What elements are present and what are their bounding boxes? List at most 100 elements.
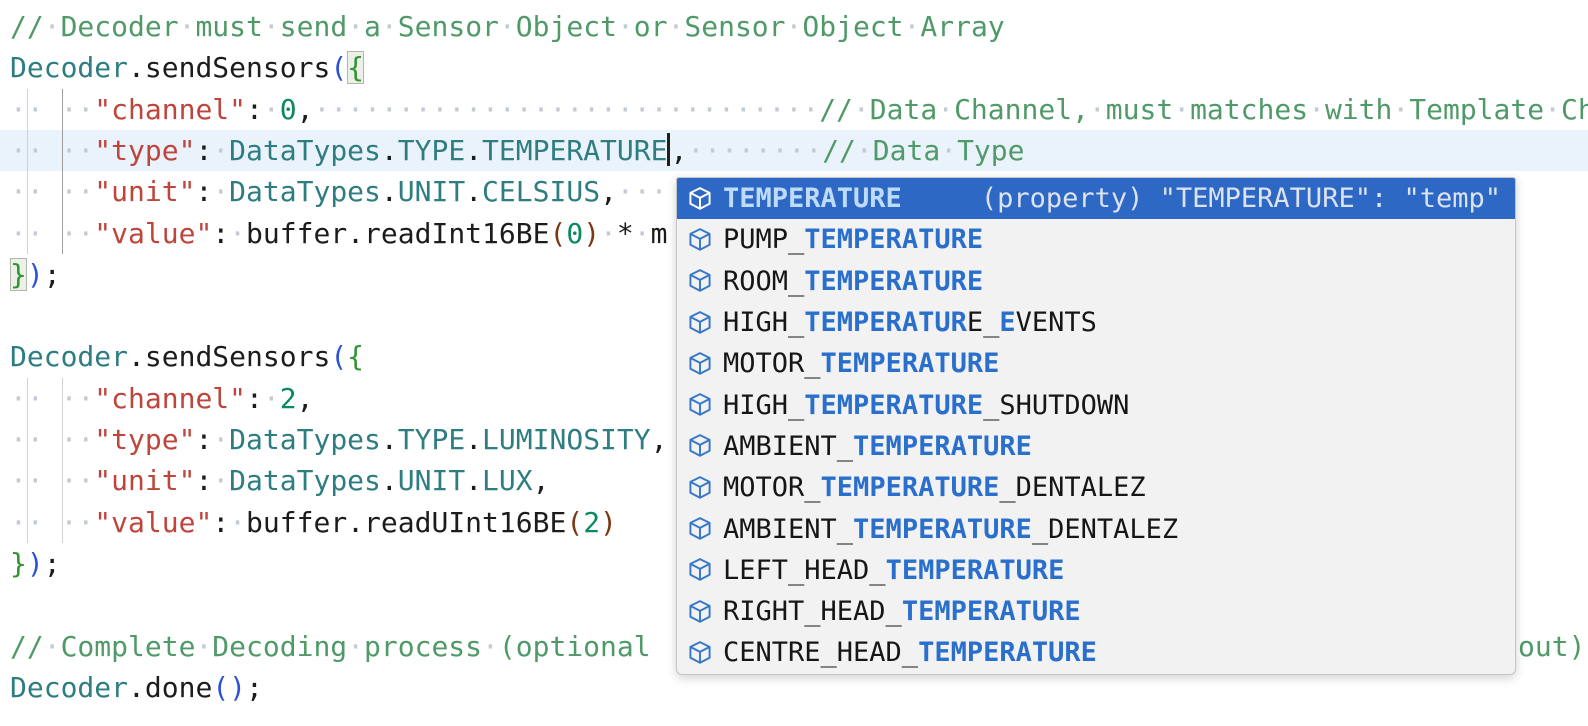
suggestion-item[interactable]: MOTOR_TEMPERATURE xyxy=(677,343,1515,384)
whitespace-dots: · xyxy=(667,10,685,43)
code-line[interactable]: Decoder.sendSensors({ xyxy=(0,336,1588,377)
whitespace-dots: · xyxy=(43,629,61,663)
code-line[interactable]: ·· ··"channel":·0,······················… xyxy=(0,89,1588,130)
code-token: ) xyxy=(26,257,44,291)
suggestion-item[interactable]: PUMP_TEMPERATURE xyxy=(677,219,1515,260)
code-token: DataTypes xyxy=(229,464,381,498)
code-token: ; xyxy=(43,546,61,580)
suggestion-label: PUMP_TEMPERATURE xyxy=(723,224,984,256)
indent-guide xyxy=(27,377,28,543)
code-token: . xyxy=(380,133,398,167)
code-token: . xyxy=(465,175,483,209)
whitespace-dots: · xyxy=(940,133,958,167)
code-token: ·· ·· xyxy=(10,423,95,456)
code-token: ··· xyxy=(617,175,668,208)
code-token: TEMPERATURE xyxy=(482,133,668,167)
whitespace-dots: · xyxy=(633,216,651,250)
whitespace-dots: · xyxy=(855,133,873,167)
suggestion-item[interactable]: RIGHT_HEAD_TEMPERATURE xyxy=(677,591,1515,632)
whitespace-dots: · xyxy=(616,10,634,43)
suggestion-item[interactable]: AMBIENT_TEMPERATURE xyxy=(677,426,1515,467)
indent-guide xyxy=(62,377,63,543)
code-token: ·*·m xyxy=(600,216,668,250)
code-token: TYPE xyxy=(397,133,466,167)
symbol-property-cube-icon xyxy=(687,516,713,542)
symbol-property-cube-icon xyxy=(687,640,713,666)
suggestion-label: MOTOR_TEMPERATURE xyxy=(723,348,1000,380)
code-token: :· xyxy=(195,175,230,209)
suggestion-detail: (property) "TEMPERATURE": "temp" xyxy=(980,183,1501,215)
code-token: :· xyxy=(212,505,247,539)
symbol-property-cube-icon xyxy=(687,599,713,625)
code-token: , xyxy=(670,133,688,167)
code-token: "type" xyxy=(94,423,196,456)
suggestion-item[interactable]: ROOM_TEMPERATURE xyxy=(677,261,1515,302)
code-line[interactable]: //·Decoder·must·send·a·Sensor·Object·or·… xyxy=(0,6,1588,47)
code-token: //·Data·Type xyxy=(822,133,1025,167)
suggestion-item[interactable]: CENTRE_HEAD_TEMPERATURE xyxy=(677,632,1515,673)
code-token: } xyxy=(10,546,27,580)
code-token: ( xyxy=(330,340,348,374)
code-line[interactable]: ·· ··"channel":·2, xyxy=(0,378,1588,419)
code-token: :· xyxy=(246,92,280,126)
whitespace-dots: · xyxy=(903,10,921,43)
whitespace-dots: · xyxy=(212,464,230,498)
suggestion-item[interactable]: TEMPERATURE (property) "TEMPERATURE": "te… xyxy=(677,178,1515,220)
code-token: out) xyxy=(1518,629,1586,663)
whitespace-dots: · xyxy=(347,629,365,663)
code-token: DataTypes xyxy=(229,175,381,209)
code-line[interactable]: Decoder.sendSensors({ xyxy=(0,47,1588,88)
suggestion-label: AMBIENT_TEMPERATURE_DENTALEZ xyxy=(723,513,1179,545)
code-line[interactable]: ·· ··"type":·DataTypes.TYPE.TEMPERATURE,… xyxy=(0,129,1588,172)
code-line[interactable]: Decoder.done(); xyxy=(0,667,1588,708)
code-line[interactable]: ·· ··"value":·buffer.readUInt16BE(2) xyxy=(0,502,1588,543)
code-token: ; xyxy=(246,670,263,704)
whitespace-dots: · xyxy=(785,10,803,43)
code-line[interactable]: }); xyxy=(0,543,1588,584)
suggestion-item[interactable]: HIGH_TEMPERATURE_EVENTS xyxy=(677,302,1515,343)
code-token: . xyxy=(465,423,483,456)
code-line[interactable]: ·· ··"type":·DataTypes.TYPE.LUMINOSITY, xyxy=(0,419,1588,460)
code-token: { xyxy=(347,340,365,374)
code-token: "unit" xyxy=(94,464,196,498)
code-line[interactable]: }); xyxy=(0,254,1588,295)
symbol-property-cube-icon xyxy=(687,351,713,377)
suggestion-item[interactable]: MOTOR_TEMPERATURE_DENTALEZ xyxy=(677,467,1515,508)
suggestion-item[interactable]: AMBIENT_TEMPERATURE_DENTALEZ xyxy=(677,508,1515,549)
suggestion-item[interactable]: LEFT_HEAD_TEMPERATURE xyxy=(677,550,1515,591)
whitespace-dots: · xyxy=(212,133,230,167)
whitespace-dots: · xyxy=(262,10,280,43)
whitespace-dots: · xyxy=(1088,92,1106,126)
code-token: 2 xyxy=(279,381,297,415)
suggestion-label: HIGH_TEMPERATURE_EVENTS xyxy=(723,307,1097,339)
code-token: .sendSensors xyxy=(128,51,331,85)
code-token: "unit" xyxy=(94,175,196,209)
symbol-property-cube-icon xyxy=(687,186,713,212)
code-token: :· xyxy=(246,381,280,415)
code-token: "channel" xyxy=(94,381,247,415)
code-token: .sendSensors xyxy=(128,340,331,374)
suggestion-label: RIGHT_HEAD_TEMPERATURE xyxy=(723,596,1081,628)
code-token: Decoder xyxy=(10,51,129,85)
code-token: TYPE xyxy=(397,423,466,456)
code-token: "value" xyxy=(94,216,213,250)
code-line[interactable]: ·· ··"unit":·DataTypes.UNIT.LUX, xyxy=(0,460,1588,501)
code-token: , xyxy=(600,175,617,209)
suggestion-label: TEMPERATURE xyxy=(723,183,902,215)
indent-guide xyxy=(62,88,63,254)
suggestion-label: MOTOR_TEMPERATURE_DENTALEZ xyxy=(723,472,1146,504)
whitespace-dots: · xyxy=(600,216,617,250)
code-line[interactable]: ·· ··"value":·buffer.readInt16BE(0)·*·m xyxy=(0,213,1588,254)
suggestion-label: AMBIENT_TEMPERATURE xyxy=(723,430,1032,462)
code-token: ········ xyxy=(687,134,822,167)
code-token: ·· ·· xyxy=(10,464,95,498)
suggestion-item[interactable]: HIGH_TEMPERATURE_SHUTDOWN xyxy=(677,384,1515,425)
whitespace-dots: · xyxy=(1173,92,1191,126)
code-token: , xyxy=(296,381,314,415)
code-token: UNIT xyxy=(397,175,466,209)
code-line[interactable]: ·· ··"unit":·DataTypes.UNIT.CELSIUS,··· xyxy=(0,171,1588,212)
whitespace-dots: ··· xyxy=(616,175,668,209)
code-token: :· xyxy=(212,216,247,250)
